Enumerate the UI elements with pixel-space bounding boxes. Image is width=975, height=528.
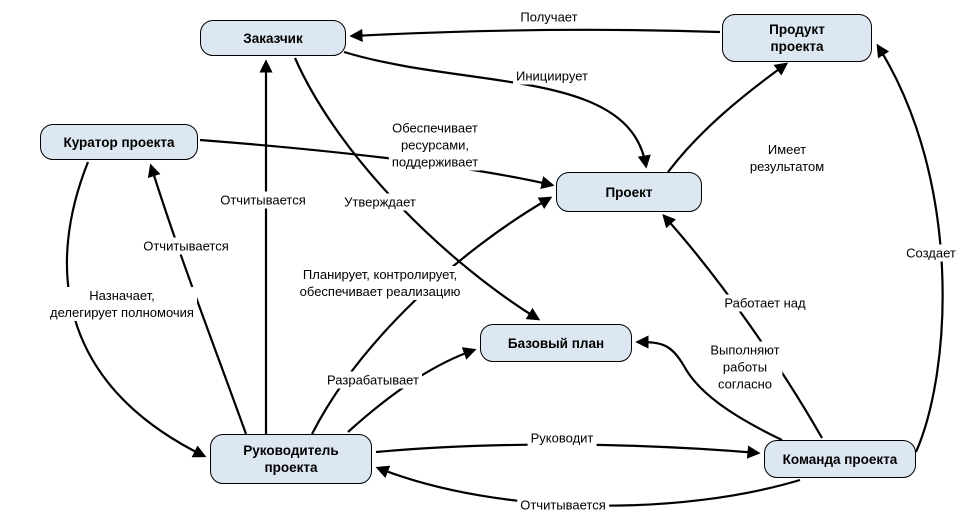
edge-label-leads: Руководит xyxy=(527,429,597,447)
edge-label-creates: Создает xyxy=(903,244,959,262)
edge-label-approves: Утверждает xyxy=(341,193,419,211)
edge-initiates-arrow xyxy=(343,50,651,169)
edge-label-provides-resources: Обеспечивает ресурсами, поддерживает xyxy=(388,119,482,171)
edge-label-appoints-delegates: Назначает, делегирует полномочия xyxy=(47,287,197,321)
edge-receives-arrow xyxy=(349,28,721,43)
edge-label-reports-to-manager: Отчитывается xyxy=(517,496,609,514)
node-curator: Куратор проекта xyxy=(40,124,198,160)
edge-label-has-result: Имеет результатом xyxy=(746,141,828,175)
node-customer: Заказчик xyxy=(200,20,346,56)
edge-label-reports-to-curator: Отчитывается xyxy=(140,237,232,255)
node-manager: Руководитель проекта xyxy=(210,434,372,484)
edge-label-reports-to-customer: Отчитывается xyxy=(217,191,309,209)
node-product: Продукт проекта xyxy=(722,14,872,62)
edge-works-on-arrow xyxy=(662,214,823,439)
edge-creates-arrow xyxy=(876,43,944,453)
node-baseline: Базовый план xyxy=(480,324,632,362)
edge-label-develops: Разрабатывает xyxy=(324,371,422,389)
edge-label-works-on: Работает над xyxy=(721,294,809,312)
edge-performs-work-arrow xyxy=(635,335,783,441)
edge-reports-to-curator-arrow xyxy=(147,163,248,435)
edge-plans-controls-arrow xyxy=(311,196,553,435)
edge-label-receives: Получает xyxy=(517,8,581,26)
edge-label-plans-controls: Планирует, контролирует, обеспечивает ре… xyxy=(296,266,464,300)
node-team: Команда проекта xyxy=(764,440,916,478)
edge-provides-resources-arrow xyxy=(199,138,555,190)
edge-has-result-arrow xyxy=(667,62,789,173)
edge-develops-arrow xyxy=(347,347,477,433)
edge-label-performs-work: Выполняют работы согласно xyxy=(707,341,783,393)
edge-label-initiates: Инициирует xyxy=(513,67,591,85)
node-project: Проект xyxy=(556,172,702,212)
